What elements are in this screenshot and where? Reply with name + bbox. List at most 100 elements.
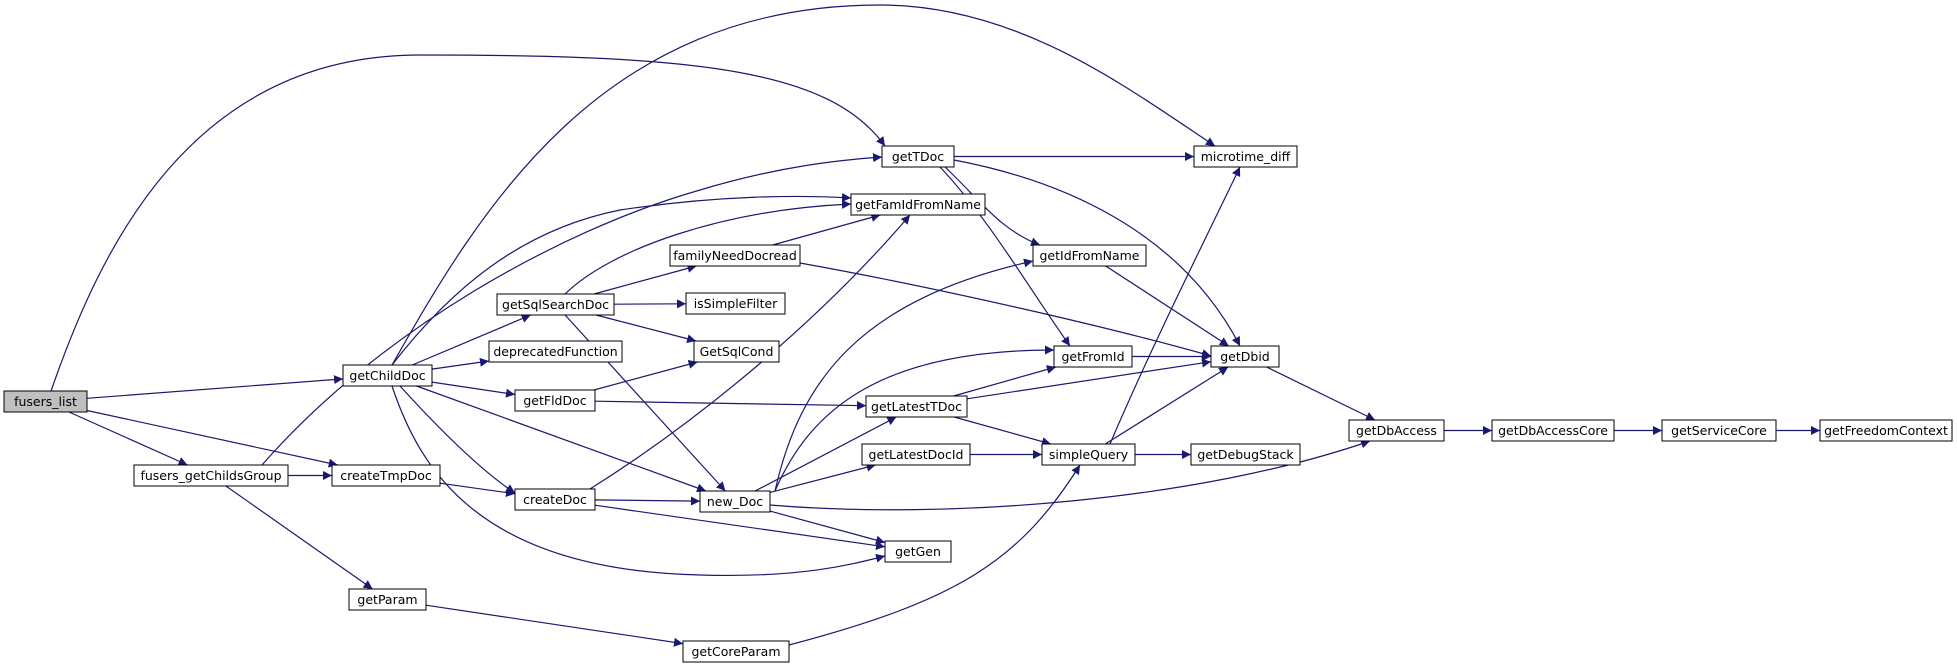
node-getFamIdFromName[interactable]: getFamIdFromName — [850, 193, 986, 216]
node-box — [685, 292, 786, 315]
edge-createDoc-to-getFamIdFromName — [589, 214, 911, 490]
node-label: getIdFromName — [1040, 248, 1140, 263]
edge-new_Doc-to-getLatestTDoc — [754, 416, 897, 492]
edge-new_Doc-to-getIdFromName — [774, 258, 1034, 492]
edge-familyNeedDocread-to-getFamIdFromName — [772, 213, 881, 246]
node-label: familyNeedDocread — [673, 248, 797, 263]
edge-getTDoc-to-getDbid — [953, 159, 1241, 347]
node-getLatestTDoc[interactable]: getLatestTDoc — [865, 395, 968, 418]
node-label: createDoc — [523, 492, 587, 507]
node-label: getChildDoc — [349, 368, 425, 383]
node-getLatestDocId[interactable]: getLatestDocId — [861, 443, 971, 466]
edge-getChildDoc-to-getGen — [391, 385, 886, 577]
node-getFromId[interactable]: getFromId — [1053, 345, 1133, 368]
node-new_Doc[interactable]: new_Doc — [699, 490, 771, 513]
node-box — [1041, 443, 1136, 466]
edge-getLatestTDoc-to-getFromId — [953, 365, 1057, 397]
node-fusers_list[interactable]: fusers_list — [3, 390, 88, 413]
edge-fusers_list-to-createTmpDoc — [86, 409, 338, 468]
edge-getLatestTDoc-to-getDbid — [966, 358, 1212, 400]
node-isSimpleFilter[interactable]: isSimpleFilter — [685, 292, 786, 315]
node-getSqlSearchDoc[interactable]: getSqlSearchDoc — [496, 293, 615, 316]
edge-new_Doc-to-getFromId — [774, 345, 1055, 492]
node-getFldDoc[interactable]: getFldDoc — [514, 389, 596, 412]
node-box — [133, 464, 289, 487]
edge-getSqlSearchDoc-to-GetSqlCond — [595, 314, 697, 344]
node-box — [881, 145, 955, 168]
node-box — [1661, 419, 1777, 442]
node-box — [1491, 419, 1615, 442]
node-label: getLatestDocId — [869, 447, 964, 462]
node-label: getFamIdFromName — [855, 197, 981, 212]
node-GetSqlCond[interactable]: GetSqlCond — [693, 340, 780, 363]
node-box — [850, 193, 986, 216]
edge-fusers_list-to-fusers_getChildsGroup — [68, 411, 188, 466]
node-label: getDbAccess — [1356, 423, 1437, 438]
edge-fusers_getChildsGroup-to-getParam — [225, 485, 373, 590]
node-label: deprecatedFunction — [493, 344, 617, 359]
edge-fusers_list-to-getTDoc — [50, 54, 886, 392]
edge-createTmpDoc-to-createDoc — [439, 482, 516, 497]
node-box — [514, 389, 596, 412]
node-createDoc[interactable]: createDoc — [514, 488, 596, 511]
edge-getTDoc-to-getIdFromName — [944, 166, 1041, 247]
node-fusers_getChildsGroup[interactable]: fusers_getChildsGroup — [133, 464, 289, 487]
node-box — [1032, 244, 1147, 267]
node-getDbAccess[interactable]: getDbAccess — [1348, 419, 1445, 442]
node-getDbAccessCore[interactable]: getDbAccessCore — [1491, 419, 1615, 442]
node-box — [1348, 419, 1445, 442]
node-box — [884, 540, 952, 563]
edge-getChildDoc-to-getFamIdFromName — [391, 192, 852, 366]
node-box — [865, 395, 968, 418]
edge-fusers_list-to-getChildDoc — [86, 375, 344, 399]
node-getGen[interactable]: getGen — [884, 540, 952, 563]
node-getFreedomContext[interactable]: getFreedomContext — [1819, 419, 1953, 442]
node-label: microtime_diff — [1201, 149, 1291, 164]
node-microtime_diff[interactable]: microtime_diff — [1193, 145, 1298, 168]
node-box — [1190, 443, 1301, 466]
nodes-layer: fusers_list getChildDoc fusers_getChildsGr… — [3, 145, 1953, 663]
edge-getDbid-to-getDbAccess — [1266, 366, 1376, 421]
edge-getParam-to-getCoreParam — [425, 604, 684, 647]
node-getCoreParam[interactable]: getCoreParam — [682, 640, 790, 663]
node-familyNeedDocread[interactable]: familyNeedDocread — [669, 244, 801, 267]
node-getTDoc[interactable]: getTDoc — [881, 145, 955, 168]
node-box — [693, 340, 780, 363]
node-label: getFromId — [1061, 349, 1124, 364]
node-label: simpleQuery — [1049, 447, 1129, 462]
node-getChildDoc[interactable]: getChildDoc — [342, 364, 433, 387]
edge-simpleQuery-to-microtime_diff — [1109, 166, 1241, 445]
edge-getCoreParam-to-simpleQuery — [788, 464, 1081, 646]
node-box — [3, 390, 88, 413]
edge-getChildDoc-to-getSqlSearchDoc — [412, 314, 531, 366]
node-label: new_Doc — [707, 494, 763, 509]
node-getServiceCore[interactable]: getServiceCore — [1661, 419, 1777, 442]
node-label: GetSqlCond — [700, 344, 774, 359]
node-createTmpDoc[interactable]: createTmpDoc — [331, 464, 441, 487]
node-label: getFreedomContext — [1824, 423, 1948, 438]
node-label: getGen — [895, 544, 941, 559]
node-getIdFromName[interactable]: getIdFromName — [1032, 244, 1147, 267]
edge-getIdFromName-to-getDbid — [1105, 265, 1230, 347]
node-box — [348, 588, 427, 611]
node-label: getSqlSearchDoc — [502, 297, 609, 312]
node-label: getServiceCore — [1671, 423, 1767, 438]
node-label: fusers_list — [14, 394, 77, 409]
node-deprecatedFunction[interactable]: deprecatedFunction — [488, 340, 623, 363]
edges-layer — [50, 4, 1820, 647]
node-getParam[interactable]: getParam — [348, 588, 427, 611]
edge-new_Doc-to-getLatestDocId — [769, 462, 876, 493]
edge-simpleQuery-to-getDbid — [1104, 366, 1229, 445]
node-getDbid[interactable]: getDbid — [1210, 345, 1280, 368]
edge-getChildDoc-to-getFldDoc — [431, 381, 516, 398]
edge-getChildDoc-to-createDoc — [399, 385, 516, 494]
node-label: fusers_getChildsGroup — [140, 468, 281, 483]
node-box — [1053, 345, 1133, 368]
node-label: getTDoc — [892, 149, 944, 164]
node-box — [682, 640, 790, 663]
node-simpleQuery[interactable]: simpleQuery — [1041, 443, 1136, 466]
edge-getSqlSearchDoc-to-getFamIdFromName — [564, 199, 852, 295]
edge-getChildDoc-to-deprecatedFunction — [431, 357, 490, 370]
node-box — [1210, 345, 1280, 368]
node-getDebugStack[interactable]: getDebugStack — [1190, 443, 1301, 466]
